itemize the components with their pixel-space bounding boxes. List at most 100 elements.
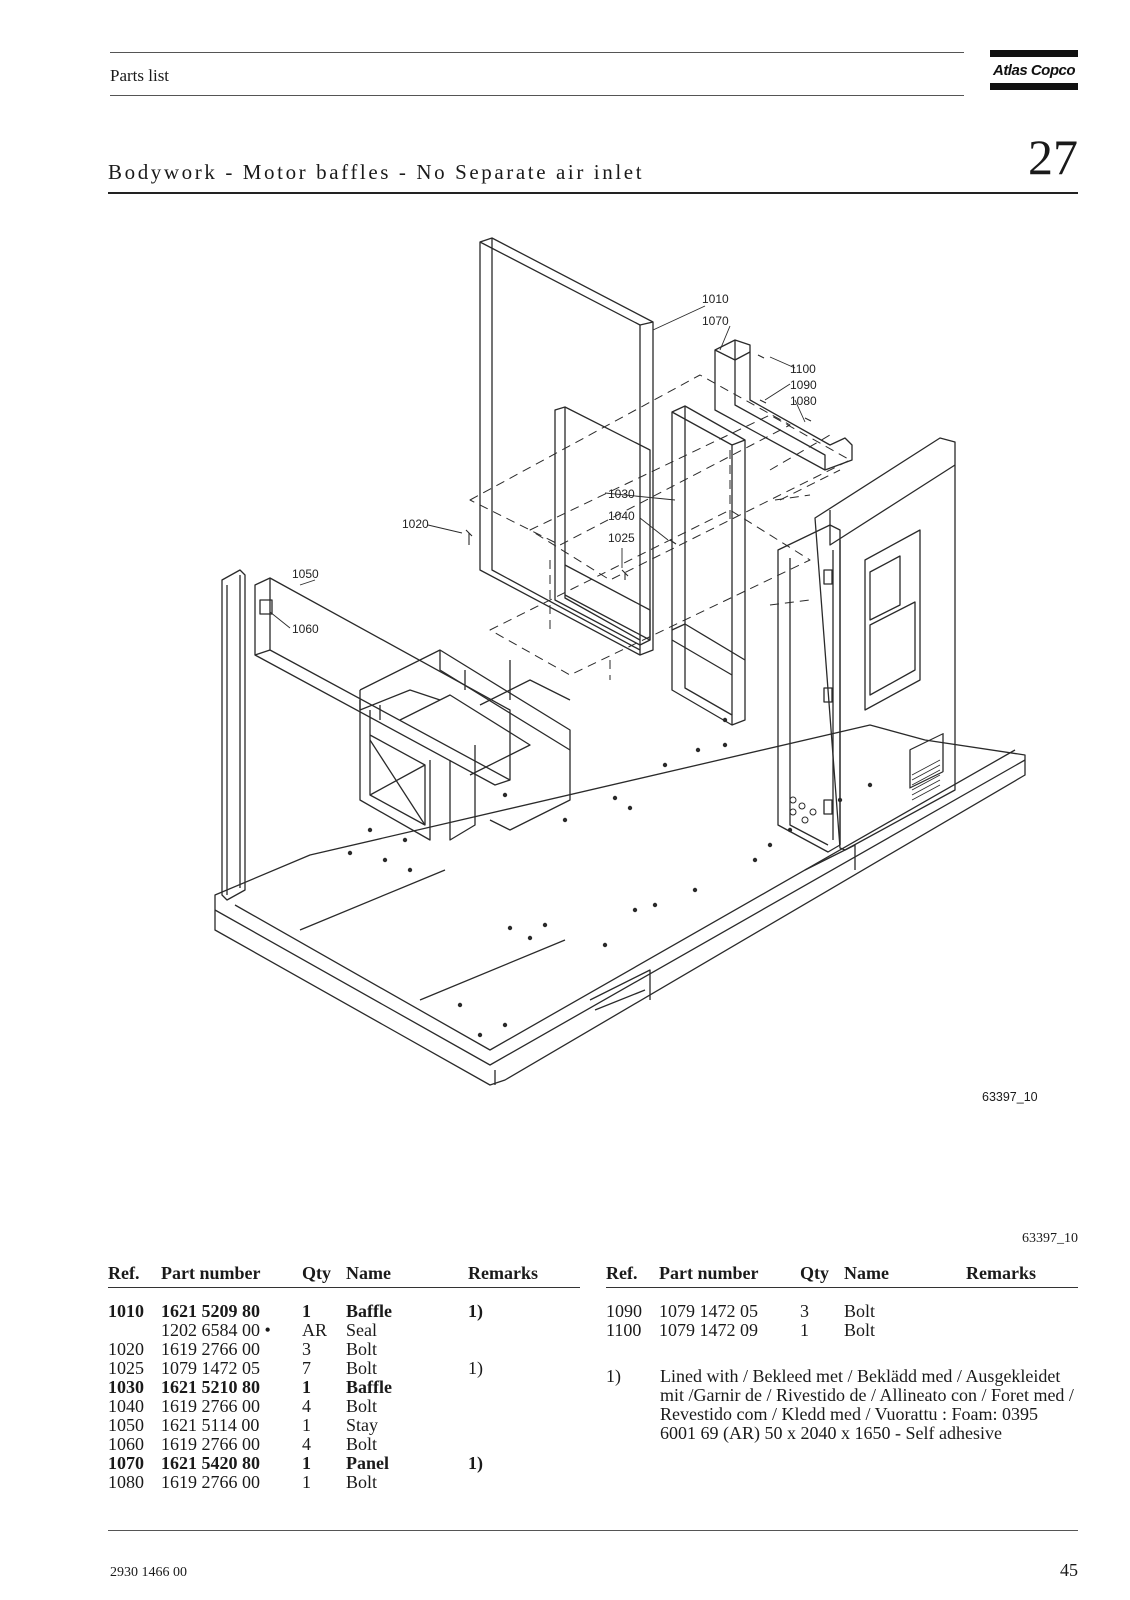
chapter-number: 27	[1028, 129, 1078, 185]
cell-part: 1621 5209 80	[161, 1301, 260, 1321]
col-ref: Ref.	[606, 1263, 659, 1288]
header-top-rule	[110, 52, 964, 53]
cell-qty: 1	[302, 1472, 311, 1492]
table-spacer-row	[108, 1288, 580, 1303]
callout-1050: 1050	[292, 567, 319, 581]
header-bottom-rule	[110, 95, 964, 96]
col-name: Name	[844, 1263, 966, 1288]
cell-ref	[108, 1321, 161, 1340]
cell-part: 1621 5210 80	[161, 1377, 260, 1397]
parts-table-left: Ref. Part number Qty Name Remarks 1010 16…	[108, 1263, 580, 1492]
section-title: Bodywork - Motor baffles - No Separate a…	[108, 160, 645, 184]
cell-remarks: 1)	[468, 1453, 483, 1473]
cell-name: Seal	[346, 1320, 377, 1340]
cell-remarks	[468, 1340, 580, 1359]
callout-1100: 1100	[790, 362, 816, 376]
cell-qty: 1	[302, 1415, 311, 1435]
table-spacer-row	[606, 1288, 1078, 1303]
cell-remarks: 1)	[468, 1301, 483, 1321]
cell-remarks: 1)	[468, 1358, 483, 1378]
table-row: 1080 1619 2766 00 1 Bolt	[108, 1473, 580, 1492]
cell-ref: 1025	[108, 1358, 144, 1378]
callout-1010: 1010	[702, 292, 729, 306]
cell-ref: 1100	[606, 1320, 642, 1340]
cell-ref: 1010	[108, 1301, 144, 1321]
col-qty: Qty	[800, 1263, 844, 1288]
brand-logo: Atlas Copco	[990, 50, 1078, 94]
cell-part: 1202 6584 00 •	[161, 1320, 271, 1340]
drawing-ref: 63397_10	[1022, 1231, 1078, 1246]
cell-remarks	[468, 1416, 580, 1435]
cell-ref: 1090	[606, 1301, 642, 1321]
cell-ref: 1030	[108, 1377, 144, 1397]
electrical-cabinet	[814, 437, 956, 851]
stay-1050	[254, 577, 511, 786]
table-header-row: Ref. Part number Qty Name Remarks	[606, 1263, 1078, 1288]
cell-part: 1619 2766 00	[161, 1472, 260, 1492]
left-post	[221, 569, 246, 901]
cell-name: Bolt	[346, 1472, 378, 1492]
page-number: 45	[1060, 1560, 1078, 1580]
cell-qty: AR	[302, 1320, 328, 1340]
cell-remarks	[468, 1321, 580, 1340]
callout-1060: 1060	[292, 622, 319, 636]
table-row: 1100 1079 1472 09 1 Bolt	[606, 1321, 1078, 1340]
cell-name: Bolt	[844, 1320, 876, 1340]
brand-logo-text: Atlas Copco	[992, 62, 1076, 79]
col-part-number: Part number	[161, 1263, 302, 1288]
doc-number: 2930 1466 00	[110, 1565, 187, 1580]
base-frame	[214, 724, 1026, 1086]
cell-remarks	[468, 1473, 580, 1492]
cell-remarks	[468, 1378, 580, 1397]
table-header-row: Ref. Part number Qty Name Remarks	[108, 1263, 580, 1288]
panel-1070	[714, 339, 853, 471]
cell-qty: 7	[302, 1358, 311, 1378]
callout-1090: 1090	[790, 378, 817, 392]
cell-name: Baffle	[346, 1301, 392, 1321]
cell-qty: 1	[302, 1301, 311, 1321]
cell-part: 1619 2766 00	[161, 1339, 260, 1359]
cell-ref: 1040	[108, 1396, 144, 1416]
col-qty: Qty	[302, 1263, 346, 1288]
table-row: 1010 1621 5209 80 1 Baffle 1)	[108, 1302, 580, 1321]
cell-remarks	[966, 1302, 1078, 1321]
header-label: Parts list	[110, 66, 170, 85]
cell-qty: 1	[302, 1377, 311, 1397]
callout-1025: 1025	[608, 531, 635, 545]
footer-rule	[108, 1530, 1078, 1531]
parts-table-right: Ref. Part number Qty Name Remarks 1090 10…	[606, 1263, 1078, 1340]
cell-part: 1079 1472 05	[161, 1358, 260, 1378]
callout-1070: 1070	[702, 314, 729, 328]
cell-part: 1079 1472 09	[659, 1320, 758, 1340]
cell-name: Bolt	[346, 1339, 378, 1359]
footnote-text: Lined with / Bekleed met / Beklädd med /…	[660, 1366, 1074, 1443]
table-row: 1202 6584 00 • AR Seal	[108, 1321, 580, 1340]
col-remarks: Remarks	[966, 1263, 1078, 1288]
cell-name: Panel	[346, 1453, 389, 1473]
cell-name: Bolt	[346, 1434, 378, 1454]
col-remarks: Remarks	[468, 1263, 580, 1288]
cell-ref: 1080	[108, 1472, 144, 1492]
cell-part: 1619 2766 00	[161, 1396, 260, 1416]
cell-qty: 1	[302, 1453, 311, 1473]
cell-part: 1619 2766 00	[161, 1434, 260, 1454]
col-part-number: Part number	[659, 1263, 800, 1288]
cell-name: Baffle	[346, 1377, 392, 1397]
cell-qty: 1	[800, 1320, 809, 1340]
col-name: Name	[346, 1263, 468, 1288]
callout-1020: 1020	[402, 517, 429, 531]
cell-ref: 1070	[108, 1453, 144, 1473]
cell-qty: 3	[302, 1339, 311, 1359]
cell-qty: 3	[800, 1301, 809, 1321]
footnote-number: 1)	[606, 1366, 621, 1386]
cell-part: 1621 5114 00	[161, 1415, 260, 1435]
grille-lines	[911, 759, 941, 801]
cell-name: Bolt	[346, 1358, 378, 1378]
cell-part: 1079 1472 05	[659, 1301, 758, 1321]
cell-qty: 4	[302, 1434, 311, 1454]
